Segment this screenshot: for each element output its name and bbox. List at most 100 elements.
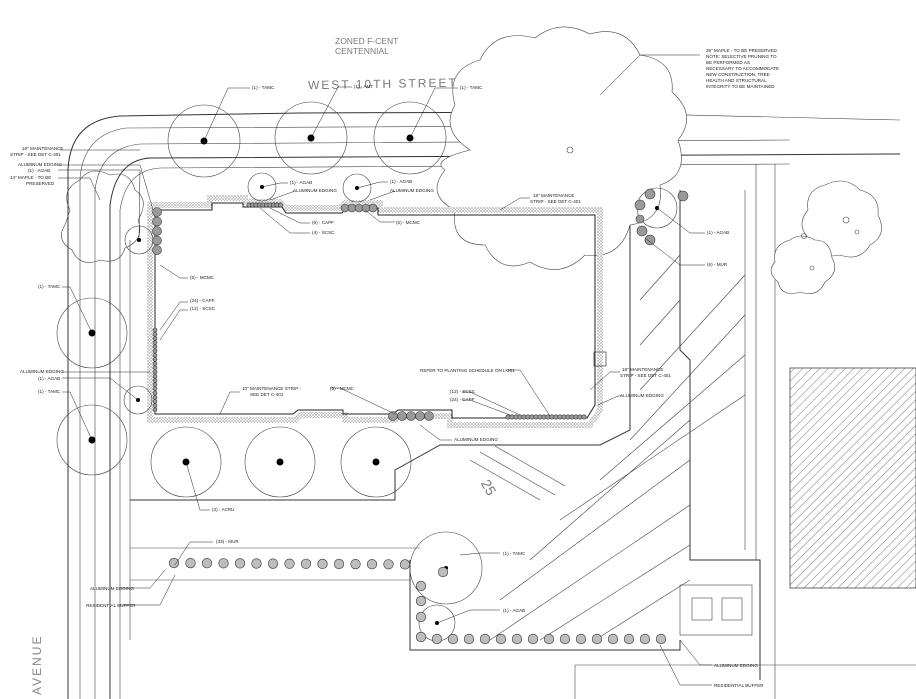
svg-text:25: 25 [478,477,500,499]
label-strip-bottom: 10" MAINTENANCE STRIP - SEE DET C-401 [242,386,301,397]
svg-text:CENTENNIAL: CENTENNIAL [335,46,389,56]
shrub-mcmc [152,226,162,236]
svg-text:14" MAPLE - TO BE: 14" MAPLE - TO BE [10,175,51,180]
label-tamc-top-2: (1) - TAMC [460,85,483,90]
label-agab-top-1: (1) - AGAB [290,180,312,185]
shrub-mcmc [424,411,434,421]
svg-text:SEE DET C-401: SEE DET C-401 [250,392,284,397]
shrub-capf [152,352,158,358]
shrub-mur [218,558,229,569]
shrub-mur [437,566,449,578]
svg-text:18" MAINTENANCE: 18" MAINTENANCE [22,146,63,151]
preserved-maple-canopy [436,26,687,270]
shrub-capf [152,344,158,350]
svg-text:NEW CONSTRUCTION, TREE: NEW CONSTRUCTION, TREE [706,72,770,77]
shrub-mur [655,633,667,645]
label-mcmc-5a: (5) - MCMC [396,220,421,225]
shrub-mur [366,559,378,570]
shrub-mur [644,188,656,200]
svg-text:ZONED F-CENT: ZONED F-CENT [335,36,398,46]
shrub-capf [152,327,158,333]
label-agab-left-top: (1) - AGAB [28,168,50,173]
label-tamc-left-2: (1) - TAMC [38,389,61,394]
leader-lines [58,54,712,686]
label-mur-33: (33) - MUR [216,539,239,544]
shrub-mur [511,633,523,645]
svg-text:STRIP - SEE DET C-401: STRIP - SEE DET C-401 [620,373,671,378]
shrub-capf [152,336,158,341]
shrub-mur [284,558,295,569]
shrub-capf [152,369,158,375]
shrub-mcmc [415,411,425,421]
plant-labels: (1) - TAMC (1) - AMT (1) - TAMC 36" MAPL… [10,48,779,688]
shrub-mur [639,633,651,645]
shrub-capf [152,361,158,366]
shrub-capf [152,348,158,354]
shrub-mur [591,633,603,645]
shrub-mur [185,557,196,569]
shrub-mur [527,633,539,645]
svg-text:36" MAPLE - TO BE PRESERVED: 36" MAPLE - TO BE PRESERVED [706,48,778,53]
shrub-mur [677,190,689,202]
shrub-mcmc [397,411,407,421]
shrub-capf [152,399,158,404]
shrub-capf [152,378,158,383]
shrub-mur [168,557,180,569]
label-alum-bottom: ALUMINUM EDGING [454,437,498,442]
shrub-mur [463,633,475,645]
shrub-mur [543,633,555,645]
shrub-mur [383,559,394,570]
label-maple-note: 36" MAPLE - TO BE PRESERVED NOTE: SELECT… [706,48,779,89]
label-scsc-12a: (12) - SCSC [190,306,216,311]
shrub-capf [277,202,283,208]
svg-text:PRESERVED: PRESERVED [26,181,55,186]
label-amt: (1) - AMT [354,84,373,89]
shrub-mur [333,558,345,570]
shrub-capf [152,386,158,392]
shrub-mur [201,558,213,569]
shrub-mcmc [406,411,416,421]
shrub-mur [317,558,328,570]
label-agab-right: (1) - AGAB [707,230,729,235]
label-tamc-top-1: (1) - TAMC [252,85,275,90]
label-tamc-lower: (1) - TAMC [503,551,526,556]
svg-text:BE PERFORMED AS: BE PERFORMED AS [706,60,750,65]
shrub-mur [634,199,646,211]
shrub-mcmc [152,235,162,246]
shrub-mur [575,633,587,645]
shrub-capf [152,382,158,387]
svg-text:18" MAINTENANCE: 18" MAINTENANCE [533,193,574,198]
shrub-capf [152,407,158,413]
shrub-mur [415,595,427,607]
svg-text:STRIP - SEE DET C-401: STRIP - SEE DET C-401 [10,152,61,157]
shrub-mur [415,580,427,592]
zone-label: ZONED F-CENT CENTENNIAL [335,36,398,56]
svg-text:NOTE: SELECTIVE PRUNING TO: NOTE: SELECTIVE PRUNING TO [706,54,777,59]
label-strip-top: 18" MAINTENANCE STRIP - SEE DET C-401 [530,193,581,204]
shrub-mur [447,633,459,645]
label-strip-br: 18" MAINTENANCE STRIP - SEE DET C-401 [620,367,671,378]
shrub-mur [300,558,312,569]
shrub-mur [635,214,645,224]
label-alum-lower-right: ALUMINUM EDGING [714,663,758,668]
shrub-mur [415,631,427,643]
svg-text:NECESSARY TO ACCOMMODATE: NECESSARY TO ACCOMMODATE [706,66,779,71]
shrub-mur [350,558,361,570]
shrub-mur [399,559,411,570]
shrub-capf [152,331,158,337]
svg-text:HEALTH AND STRUCTURAL: HEALTH AND STRUCTURAL [706,78,767,83]
label-alum-br: ALUMINUM EDGING [620,393,664,398]
shrub-mcmc [368,203,378,213]
shrub-capf [152,357,158,362]
shrub-mur [479,633,491,645]
shrub-capf [152,403,158,408]
shrub-mur [234,558,246,569]
avenue-label: AVENUE [30,635,44,695]
building-footprint [147,195,607,428]
curb-lines [67,111,901,699]
shrub-mur [251,558,262,569]
street-name: WEST 10TH STREET [308,76,458,93]
svg-text:STRIP - SEE DET C-401: STRIP - SEE DET C-401 [530,199,581,204]
shrub-mcmc [152,207,162,217]
